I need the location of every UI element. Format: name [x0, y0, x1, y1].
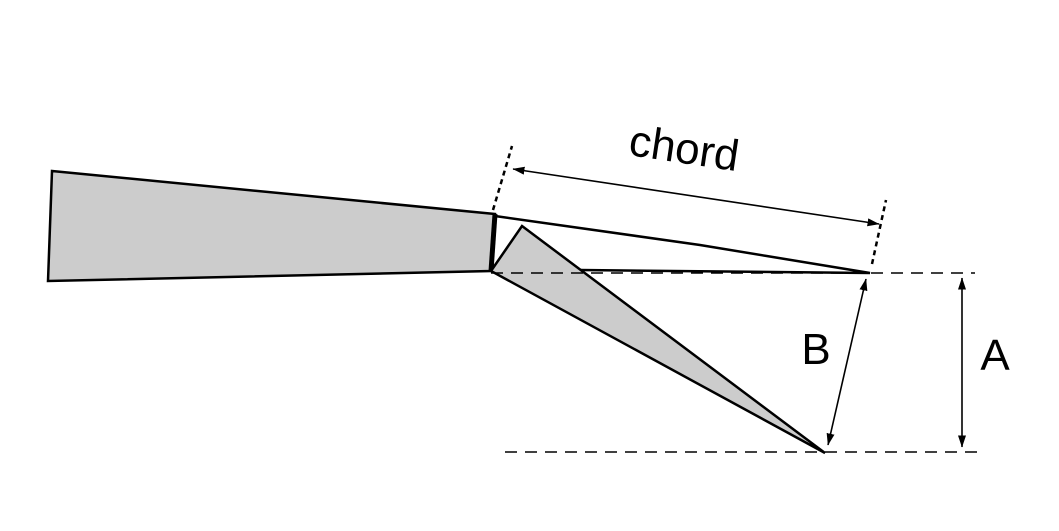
chord-extension-line-right	[870, 199, 888, 265]
b-label: B	[801, 325, 830, 374]
chord-label: chord	[626, 116, 742, 181]
deflected-flap	[489, 224, 826, 455]
main-wing-section	[46, 169, 497, 283]
hinge-line	[488, 213, 498, 272]
chord-dimension-arrow	[512, 166, 880, 227]
b-dimension-arrow	[826, 278, 868, 446]
chord-extension-line-left	[491, 145, 514, 211]
a-label: A	[980, 331, 1010, 380]
